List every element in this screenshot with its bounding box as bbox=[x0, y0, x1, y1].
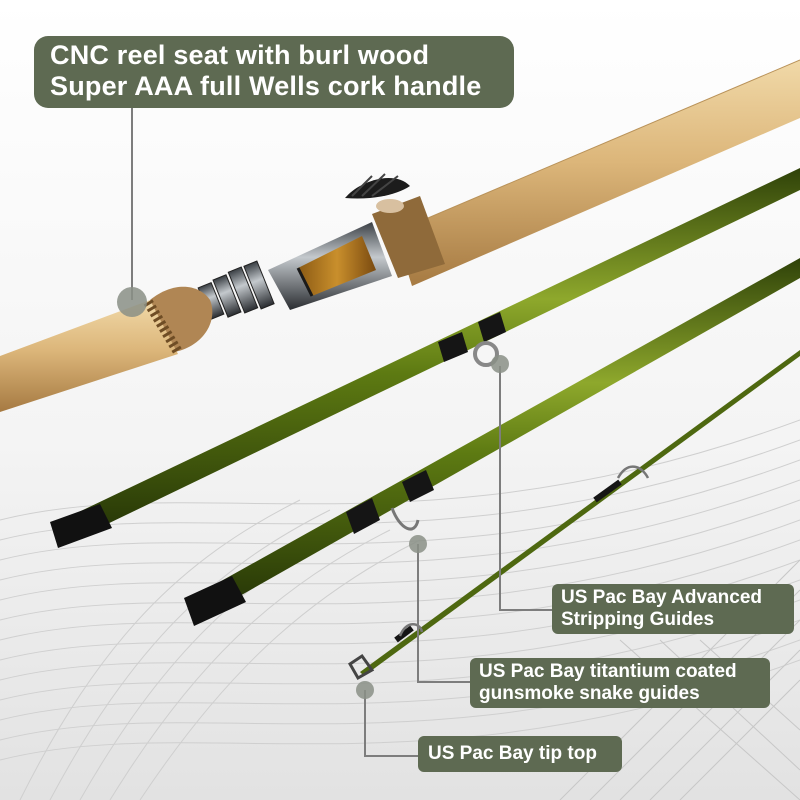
callout-handle-line2: Super AAA full Wells cork handle bbox=[50, 71, 482, 101]
tip-top-icon bbox=[348, 653, 375, 681]
fly-lure bbox=[345, 173, 410, 213]
callout-handle-line1: CNC reel seat with burl wood bbox=[50, 40, 430, 70]
snake-guide-icon bbox=[390, 507, 420, 531]
callout-snake-line1: US Pac Bay titantium coated bbox=[479, 661, 737, 682]
callout-stripping-line2: Stripping Guides bbox=[561, 609, 715, 630]
rod-handle bbox=[0, 59, 800, 412]
callout-stripping-line1: US Pac Bay Advanced bbox=[561, 587, 762, 608]
callout-handle-reel-seat: CNC reel seat with burl wood Super AAA f… bbox=[34, 36, 514, 108]
rod-section-tip bbox=[348, 350, 800, 681]
stripping-guide-icon bbox=[473, 341, 499, 367]
callout-snake-guides: US Pac Bay titantium coated gunsmoke sna… bbox=[470, 658, 770, 708]
callout-stripping-guides: US Pac Bay Advanced Stripping Guides bbox=[552, 584, 794, 634]
callout-snake-line2: gunsmoke snake guides bbox=[479, 683, 700, 704]
callout-dots bbox=[117, 287, 509, 699]
callout-leaders bbox=[131, 108, 552, 757]
rod-section-butt bbox=[50, 168, 800, 548]
callout-tip-top: US Pac Bay tip top bbox=[418, 736, 622, 772]
